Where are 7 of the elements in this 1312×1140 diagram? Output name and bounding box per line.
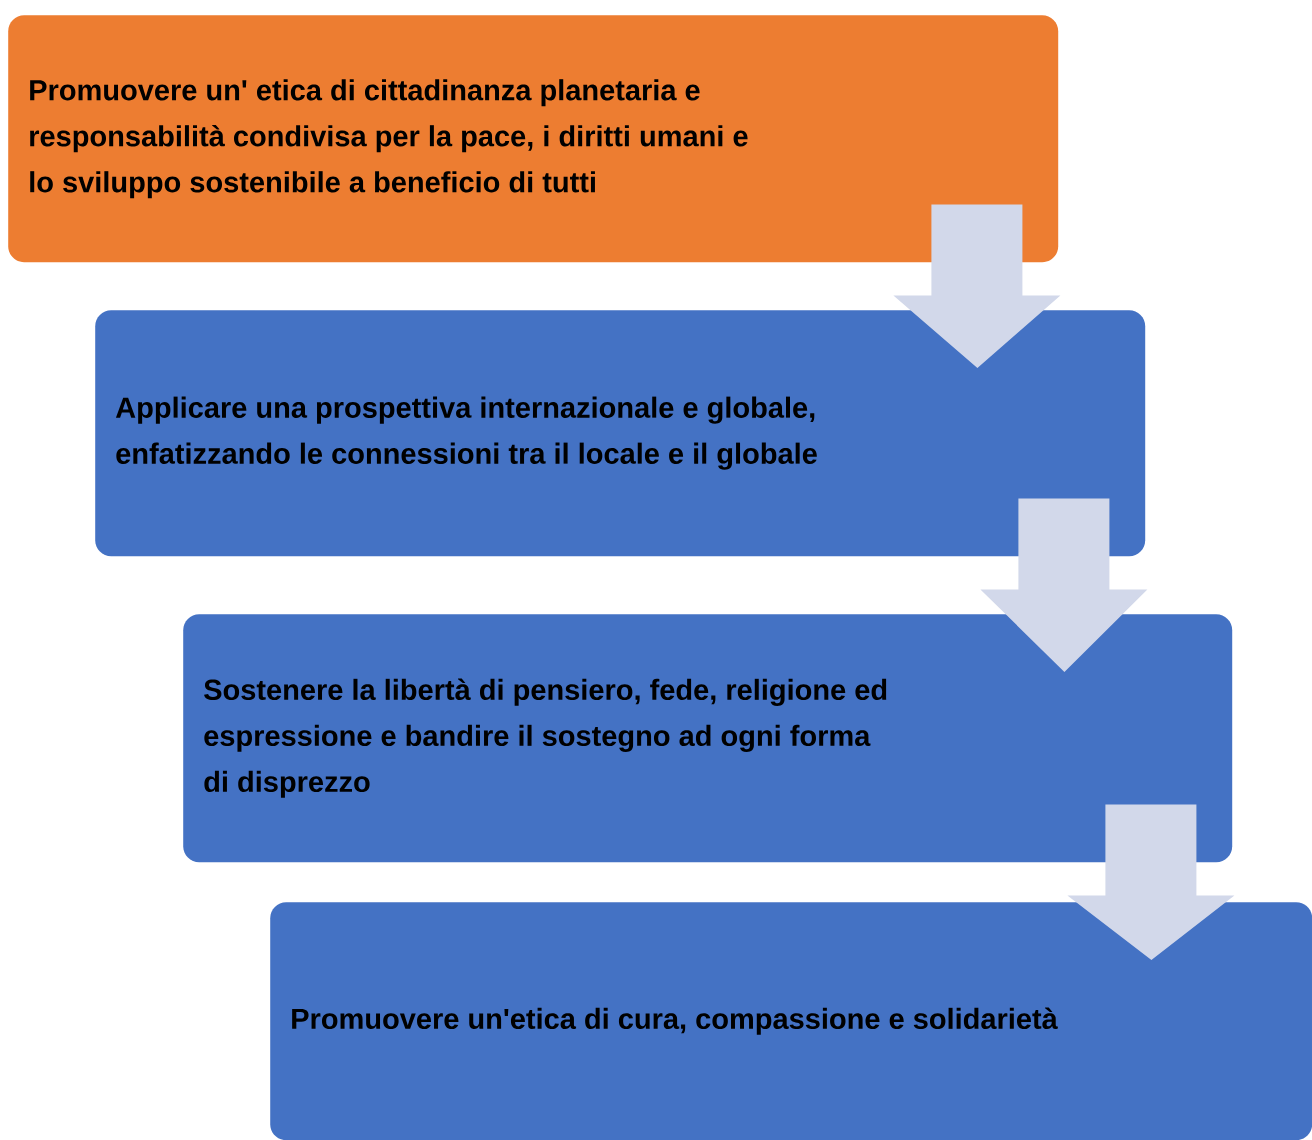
block-arrow [1067, 804, 1235, 960]
process-box: Sostenere la libertà di pensiero, fede, religione ed espressione e bandire il sostegno ad ogni forma di disprezzo [183, 614, 1233, 863]
process-box: Promuovere un' etica di cittadinanza planetaria e responsabilità condivisa per la pace, i diritti umani e lo sviluppo sostenibile a beneficio di tutti [8, 15, 1059, 263]
process-box: Promuovere un'etica di cura, compassione e solidarietà [270, 902, 1312, 1140]
process-box: Applicare una prospettiva internazionale e globale, enfatizzando le connessioni tra il locale e il globale [95, 310, 1146, 557]
block-arrow [980, 498, 1148, 672]
block-arrow [893, 204, 1061, 368]
